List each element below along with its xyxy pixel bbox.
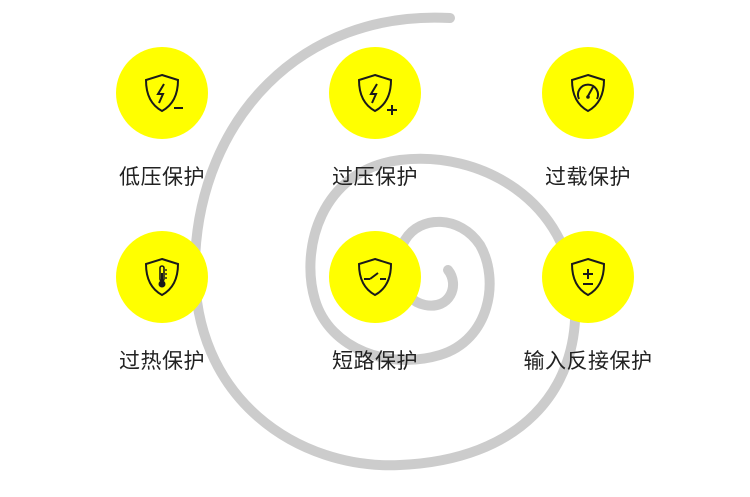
shield-lightning-plus-icon <box>329 47 421 139</box>
shield-thermometer-icon <box>116 231 208 323</box>
feature-low-voltage: 低压保护 <box>62 47 262 191</box>
shield-plus-minus-icon <box>542 231 634 323</box>
shield-gauge-icon <box>542 47 634 139</box>
feature-over-heat: 过热保护 <box>62 231 262 375</box>
feature-label: 低压保护 <box>119 165 205 189</box>
feature-label: 输入反接保护 <box>523 349 653 373</box>
feature-label: 过载保护 <box>545 165 631 189</box>
feature-label: 过热保护 <box>119 349 205 373</box>
feature-short-circuit: 短路保护 <box>275 231 475 375</box>
feature-overload: 过载保护 <box>488 47 688 191</box>
feature-label: 过压保护 <box>332 165 418 189</box>
shield-switch-icon <box>329 231 421 323</box>
feature-reverse-polarity: 输入反接保护 <box>488 231 688 375</box>
feature-label: 短路保护 <box>332 349 418 373</box>
shield-lightning-minus-icon <box>116 47 208 139</box>
feature-over-voltage: 过压保护 <box>275 47 475 191</box>
